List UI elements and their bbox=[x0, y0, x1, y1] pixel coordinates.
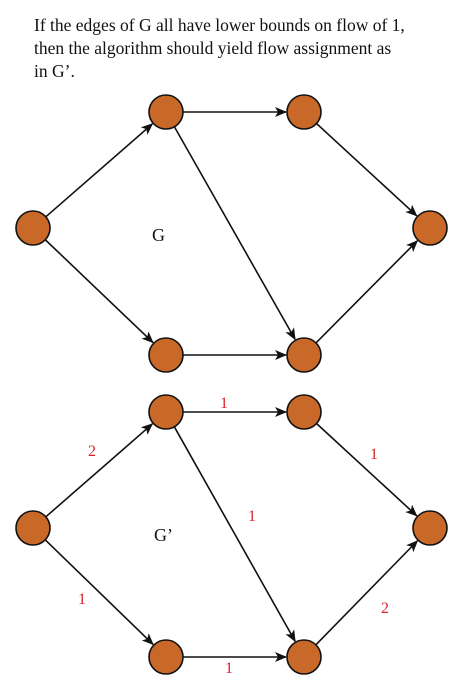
edge-d-t bbox=[315, 540, 419, 646]
graph-g: G bbox=[15, 94, 448, 373]
flow-label-b-d: 1 bbox=[225, 660, 233, 677]
node-a bbox=[148, 94, 184, 130]
flow-label-d-t: 2 bbox=[381, 600, 389, 617]
node-t bbox=[412, 510, 448, 546]
flow-label-a-c: 1 bbox=[220, 395, 228, 412]
edge-a-d bbox=[173, 126, 296, 341]
graph-g-prime: G’ 2 1 1 1 1 1 2 bbox=[15, 394, 448, 677]
flow-label-a-d: 1 bbox=[248, 508, 256, 525]
node-c bbox=[286, 94, 322, 130]
edge-s-a bbox=[45, 423, 154, 518]
caption-line-1: If the edges of G all have lower bounds … bbox=[34, 15, 405, 35]
edge-c-t bbox=[315, 422, 418, 517]
graph-name-label: G bbox=[152, 225, 165, 245]
node-d bbox=[286, 639, 322, 675]
edge-d-t bbox=[315, 240, 419, 344]
flow-label-s-b: 1 bbox=[78, 591, 86, 608]
graph-name-label: G’ bbox=[154, 525, 173, 545]
node-d bbox=[286, 337, 322, 373]
edge-a-d bbox=[173, 426, 296, 643]
caption-line-3: in G’. bbox=[34, 61, 75, 81]
node-s bbox=[15, 510, 51, 546]
node-t bbox=[412, 210, 448, 246]
edge-s-a bbox=[45, 123, 154, 218]
node-b bbox=[148, 639, 184, 675]
caption-line-2: then the algorithm should yield flow ass… bbox=[34, 38, 392, 58]
edge-s-b bbox=[44, 539, 154, 646]
node-a bbox=[148, 394, 184, 430]
node-s bbox=[15, 210, 51, 246]
flow-label-c-t: 1 bbox=[370, 446, 378, 463]
flow-label-s-a: 2 bbox=[88, 443, 96, 460]
caption-text: If the edges of G all have lower bounds … bbox=[34, 14, 454, 83]
edge-c-t bbox=[315, 122, 418, 217]
node-b bbox=[148, 337, 184, 373]
node-c bbox=[286, 394, 322, 430]
edge-s-b bbox=[44, 239, 154, 344]
